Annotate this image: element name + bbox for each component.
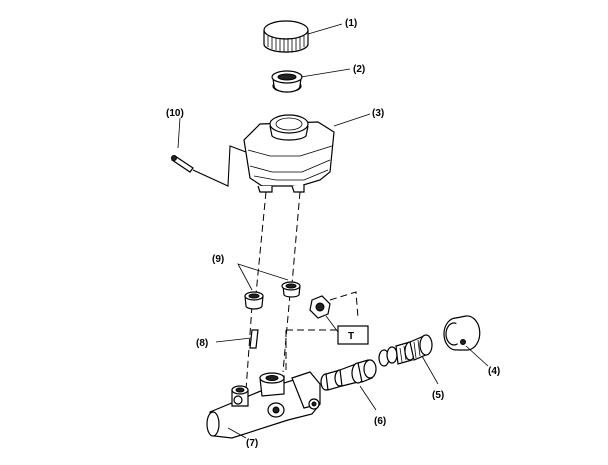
reservoir-seals (244, 281, 301, 310)
callout-8: (8) (196, 338, 208, 349)
reservoir-tank (243, 114, 335, 193)
union-nut (309, 291, 359, 319)
callout-7: (7) (246, 438, 258, 449)
callout-10: (10) (166, 108, 184, 119)
primary-piston (378, 334, 433, 367)
cylinder-body (206, 371, 321, 439)
straight-pin (249, 329, 259, 349)
torque-label: T (348, 331, 354, 342)
callout-9: (9) (212, 254, 224, 265)
callout-4: (4) (488, 366, 500, 377)
callout-3: (3) (372, 108, 384, 119)
callout-5: (5) (432, 390, 444, 401)
torque-box: T (325, 315, 369, 345)
reservoir-filter (271, 70, 303, 93)
secondary-piston (320, 359, 377, 391)
callout-1: (1) (345, 18, 357, 29)
callout-2: (2) (353, 64, 365, 75)
piston-cup (443, 315, 481, 351)
callout-6: (6) (374, 416, 386, 427)
reservoir-pin (171, 155, 194, 173)
reservoir-cap (263, 20, 309, 53)
